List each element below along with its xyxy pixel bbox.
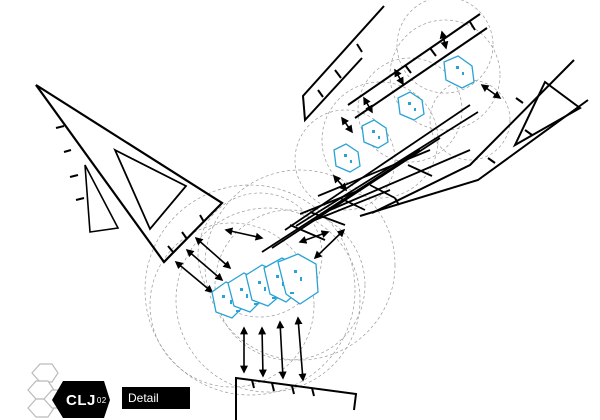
upper-slat-panel	[301, 5, 488, 123]
base-panel	[235, 376, 358, 420]
arrow	[439, 30, 449, 50]
construction-circle	[144, 184, 356, 396]
hinge-connector	[277, 253, 319, 305]
hinge-connector	[397, 91, 425, 121]
hinge-cluster-lower	[211, 253, 319, 319]
right-blade-panel	[359, 59, 589, 217]
hexagon-cluster-icon	[27, 363, 110, 418]
arrow	[394, 68, 404, 86]
hinge-connector	[361, 119, 389, 149]
arrow	[363, 96, 373, 114]
arrow	[294, 316, 307, 382]
arrow	[341, 116, 353, 134]
hinge-cluster-upper	[333, 55, 475, 173]
hinge-connector	[333, 143, 361, 173]
view-label: Detail	[122, 387, 190, 409]
assembly-arrows	[174, 30, 502, 382]
arrow	[224, 227, 264, 241]
construction-circle	[214, 209, 366, 361]
construction-circle	[294, 109, 396, 211]
arrow	[258, 326, 267, 378]
construction-circle	[429, 79, 511, 161]
construction-circle	[175, 207, 361, 393]
hinge-details-upper	[344, 66, 464, 163]
triangular-panel	[35, 84, 224, 264]
arrow	[480, 84, 502, 99]
hinge-details-lower	[222, 270, 302, 312]
construction-circle	[149, 222, 315, 388]
arrow	[332, 174, 348, 192]
arrow	[174, 260, 214, 294]
arrow	[276, 320, 287, 380]
construction-circle	[396, 0, 494, 94]
arrow	[194, 236, 232, 270]
hinge-connector	[443, 55, 475, 89]
arrow	[313, 228, 346, 260]
arrow	[298, 230, 330, 244]
brand-superscript: 02	[96, 396, 107, 405]
brand-name: CLJ	[66, 392, 96, 409]
brand-logo-text: CLJ02	[66, 393, 107, 408]
